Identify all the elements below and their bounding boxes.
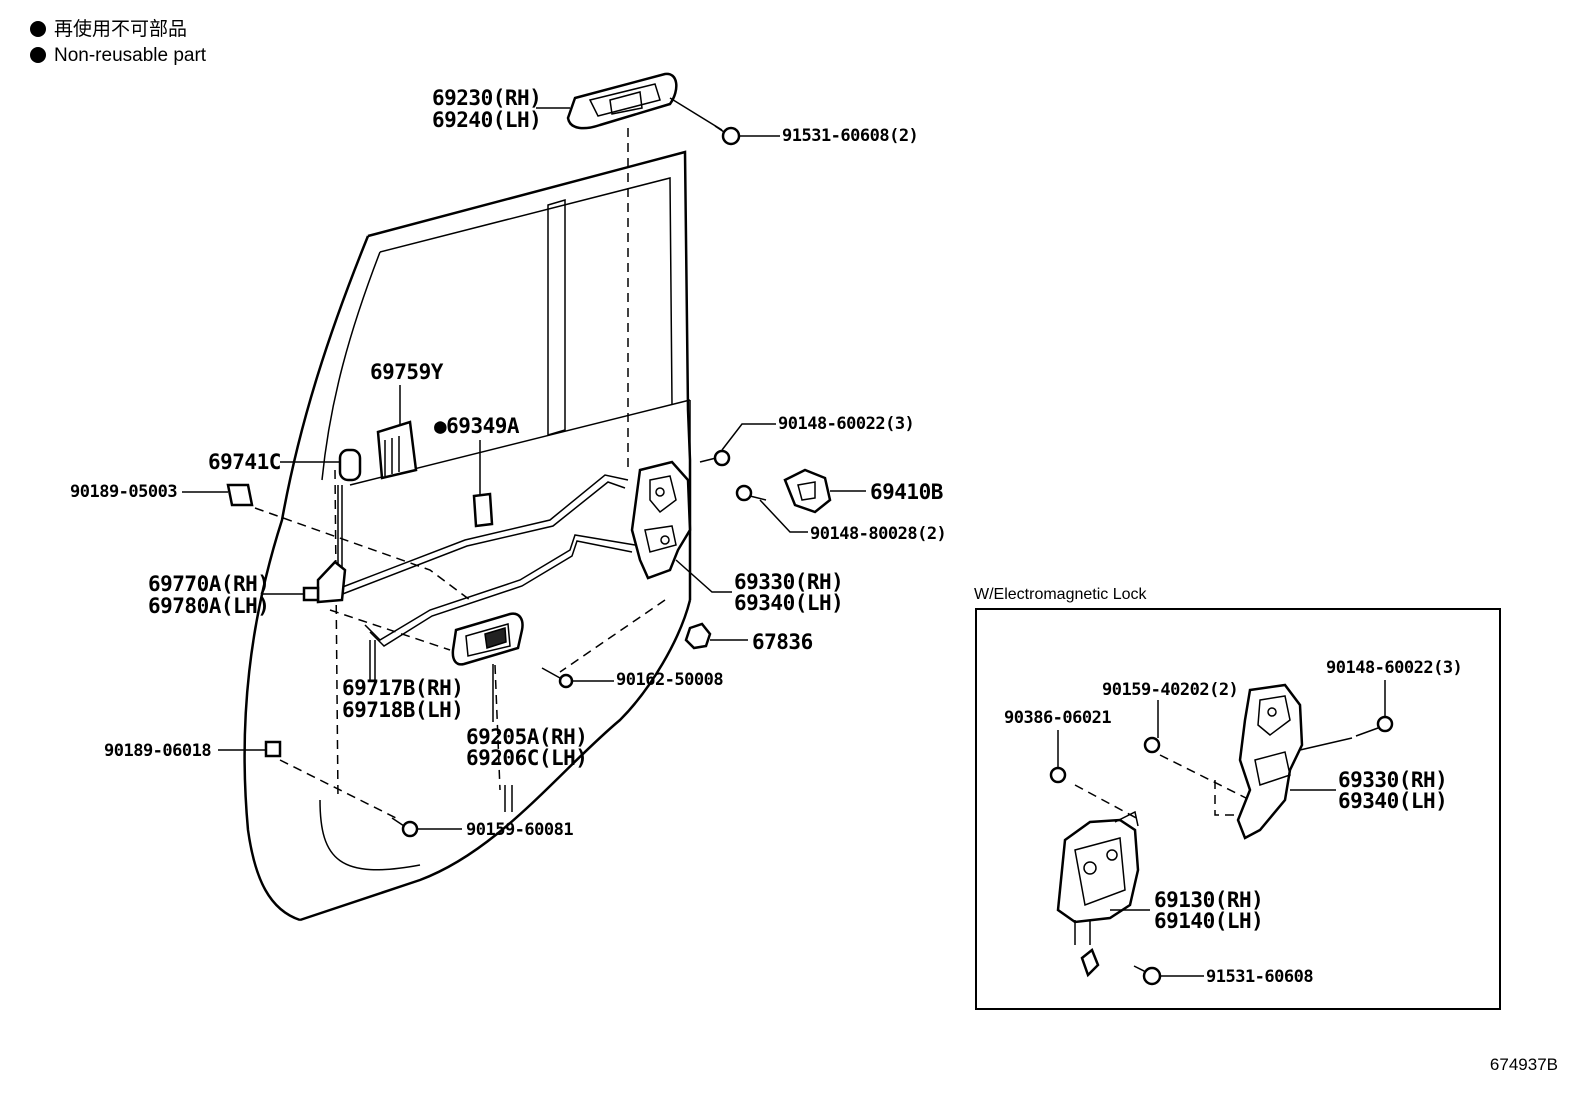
non-reusable-dot-icon: ● [434, 414, 447, 438]
label-69780a: 69780A(LH) [148, 594, 270, 618]
inset-title: W/Electromagnetic Lock [974, 586, 1147, 603]
bolt-91531-60608 [714, 125, 741, 146]
inset-screw-90159 [1143, 700, 1161, 754]
inset-label-90148-60022-3: 90148-60022(3) [1326, 658, 1463, 678]
inset-door-lock [1236, 683, 1304, 840]
leader-lines [182, 107, 866, 830]
label-91531-60608-2: 91531-60608(2) [782, 126, 919, 146]
inside-handle [451, 612, 524, 666]
outside-handle [566, 72, 678, 130]
screw-90148-60022 [699, 449, 731, 467]
figure-code: 674937B [1489, 1055, 1558, 1074]
label-69741c: 69741C [208, 450, 281, 474]
inset-label-69330-rh: 69330(RH) [1338, 768, 1448, 792]
label-69230: 69230(RH) [432, 86, 542, 110]
label-69718b: 69718B(LH) [342, 698, 464, 722]
link-rods [337, 474, 636, 680]
clip-90189-05003 [226, 483, 254, 507]
legend-non-reusable-en: Non-reusable part [30, 44, 206, 68]
striker-69410b [783, 468, 832, 514]
inset-label-90159-40202-2: 90159-40202(2) [1102, 680, 1239, 700]
inset-label-69340-lh: 69340(LH) [1338, 789, 1448, 813]
label-90159-60081: 90159-60081 [466, 820, 574, 840]
door-lock-assembly [630, 460, 692, 580]
bellcrank-69770a [302, 560, 347, 604]
guide-lines [254, 128, 1251, 821]
label-69240: 69240(LH) [432, 108, 542, 132]
label-69759y: 69759Y [370, 360, 443, 384]
inset-screw-90148 [1299, 680, 1394, 751]
label-69330-rh: 69330(RH) [734, 570, 844, 594]
inset-lock-actuator [1056, 810, 1150, 978]
cap-69741c [338, 448, 362, 482]
inset-label-90386-06021: 90386-06021 [1004, 708, 1112, 728]
legend-non-reusable-jp: 再使用不可部品 [30, 18, 187, 42]
label-90162-50008: 90162-50008 [616, 670, 724, 690]
label-90189-05003: 90189-05003 [70, 482, 178, 502]
bullet-dot-icon [30, 47, 46, 63]
screw-90159-60081 [391, 817, 419, 838]
label-69717b: 69717B(RH) [342, 676, 464, 700]
inset-label-91531-60608: 91531-60608 [1206, 967, 1314, 987]
inset-nut-90386 [1049, 730, 1067, 784]
label-69340-lh: 69340(LH) [734, 591, 844, 615]
clip-90189-06018 [264, 740, 282, 758]
pad-69759y [376, 420, 418, 480]
label-90189-06018: 90189-06018 [104, 741, 212, 761]
clip-69349a [472, 492, 494, 528]
label-69410b: 69410B [870, 480, 943, 504]
label-90148-80028-2: 90148-80028(2) [810, 524, 947, 544]
inset-bolt-91531 [1133, 965, 1204, 986]
label-69206c: 69206C(LH) [466, 746, 588, 770]
label-69349a: ●69349A [434, 414, 520, 438]
inset-label-69130-rh: 69130(RH) [1154, 888, 1264, 912]
bullet-dot-icon [30, 21, 46, 37]
door-outline [243, 150, 692, 922]
nut-67836 [684, 622, 712, 650]
inset-frame [975, 608, 1501, 1010]
label-69770a: 69770A(RH) [148, 572, 270, 596]
label-69205a: 69205A(RH) [466, 725, 588, 749]
screw-90148-80028 [735, 484, 767, 502]
inset-label-69140-lh: 69140(LH) [1154, 909, 1264, 933]
label-67836: 67836 [752, 630, 813, 654]
label-90148-60022-3: 90148-60022(3) [778, 414, 915, 434]
screw-90162-50008 [541, 667, 574, 689]
